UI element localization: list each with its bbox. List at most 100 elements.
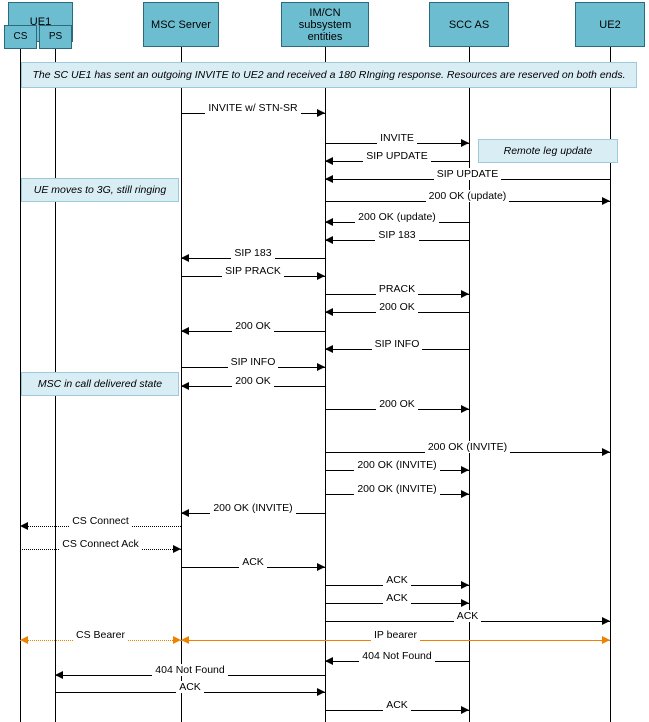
message-label: CS Bearer [20,629,181,641]
message-m11: 200 OK [325,301,469,320]
arrow-head-left [181,636,189,644]
message-m7: SIP 183 [325,229,469,248]
message-m20: 200 OK (INVITE) [181,502,325,521]
message-label: 404 Not Found [325,650,469,662]
lifeline-cs [20,49,21,722]
note-text: Remote leg update [503,145,593,157]
message-label: 200 OK (INVITE) [325,441,610,453]
arrow-head-right [317,272,325,280]
message-label: SIP PRACK [181,265,325,277]
message-m8: SIP 183 [181,247,325,266]
arrow-head-right [173,545,181,553]
message-label: INVITE [325,132,469,144]
arrow-head-left [181,327,189,335]
arrow-head-right [317,109,325,117]
note-note-3g: UE moves to 3G, still ringing [21,178,179,202]
arrow-head-left [181,509,189,517]
arrow-head-right [602,197,610,205]
message-label: 200 OK [181,320,325,332]
message-m28: IP bearer [181,629,610,648]
message-label: ACK [325,699,469,711]
actor-label: SCC AS [448,18,490,31]
message-label: ACK [181,556,325,568]
arrow-head-right [461,139,469,147]
message-m1: INVITE w/ STN-SR [181,102,325,121]
message-m6: 200 OK (update) [325,211,469,230]
arrow-head-left [325,175,333,183]
message-m27: CS Bearer [20,629,181,648]
message-m5: 200 OK (update) [325,190,610,209]
message-label: ACK [325,574,469,586]
arrow-head-right [173,636,181,644]
message-m4: SIP UPDATE [325,168,610,187]
message-m3: SIP UPDATE [325,150,469,169]
message-m17: 200 OK (INVITE) [325,441,610,460]
actor-imcn[interactable]: IM/CN subsystem entities [281,2,369,47]
arrow-head-left [325,657,333,665]
arrow-head-right [461,581,469,589]
actor-ue2[interactable]: UE2 [575,2,645,47]
arrow-head-right [317,363,325,371]
message-m19: 200 OK (INVITE) [325,483,469,502]
message-m16: 200 OK [325,398,469,417]
note-text: MSC in call delivered state [37,378,163,390]
arrow-head-left [325,308,333,316]
message-m12: 200 OK [181,320,325,339]
arrow-head-left [325,218,333,226]
actor-msc[interactable]: MSC Server [143,2,219,47]
message-label: SIP UPDATE [325,150,469,162]
actor-label: CS [13,31,28,42]
actor-scc[interactable]: SCC AS [429,2,509,47]
arrow-head-right [461,290,469,298]
message-label: 200 OK [325,301,469,313]
message-label: CS Connect [20,515,181,527]
arrow-head-left [181,254,189,262]
message-m31: ACK [55,681,325,700]
arrow-head-left [55,671,63,679]
note-note-remote-leg: Remote leg update [478,139,618,163]
arrow-head-left [325,236,333,244]
message-label: SIP 183 [325,229,469,241]
actor-label: IM/CN subsystem entities [298,6,352,43]
message-label: 200 OK (INVITE) [325,459,469,471]
message-m14: SIP INFO [181,356,325,375]
message-m18: 200 OK (INVITE) [325,459,469,478]
arrow-head-right [461,490,469,498]
message-m21: CS Connect [20,515,181,534]
message-m13: SIP INFO [325,338,469,357]
arrow-head-right [602,448,610,456]
message-m30: 404 Not Found [55,664,325,683]
message-m29: 404 Not Found [325,650,469,669]
message-label: SIP 183 [181,247,325,259]
message-label: 200 OK (INVITE) [325,483,469,495]
message-m32: ACK [325,699,469,718]
message-label: SIP INFO [181,356,325,368]
message-label: 200 OK [325,398,469,410]
message-label: ACK [325,592,469,604]
arrow-head-right [461,466,469,474]
message-m25: ACK [325,592,469,611]
message-label: SIP INFO [325,338,469,350]
message-m24: ACK [325,574,469,593]
message-m23: ACK [181,556,325,575]
message-label: 404 Not Found [55,664,325,676]
arrow-head-right [602,636,610,644]
message-label: ACK [325,610,610,622]
message-label: PRACK [325,283,469,295]
actor-cs[interactable]: CS [4,25,37,49]
note-text: The SC UE1 has sent an outgoing INVITE t… [32,69,626,81]
message-label: 200 OK (update) [325,211,469,223]
message-label: CS Connect Ack [20,538,181,550]
lifeline-ue2 [610,47,611,722]
lifeline-scc [469,47,470,722]
lifeline-imcn [325,47,326,722]
message-m26: ACK [325,610,610,629]
message-m2: INVITE [325,132,469,151]
arrow-head-right [317,688,325,696]
arrow-head-left [325,345,333,353]
arrow-head-right [461,405,469,413]
actor-ps[interactable]: PS [39,25,72,49]
arrow-head-right [461,599,469,607]
message-label: INVITE w/ STN-SR [181,102,325,114]
